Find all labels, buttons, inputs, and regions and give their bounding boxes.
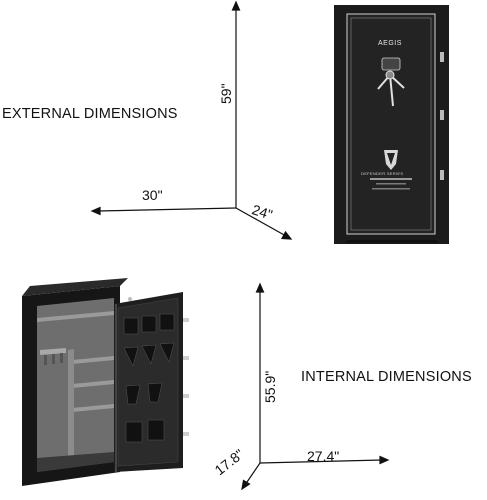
arrowhead-icon [255,282,265,293]
pocket [125,384,141,405]
pocket [147,419,165,441]
pocket [159,313,175,331]
safe-base [346,240,438,243]
bolt-icon [183,394,189,398]
internal-width-label: 27.4" [307,448,340,464]
arrowhead-icon [281,230,293,240]
arrowhead-icon [379,455,390,465]
keypad-icon [381,57,401,71]
cabinet-floor [37,452,114,472]
holster-pocket [141,344,157,365]
external-height-label: 59" [218,83,234,104]
door-trim [346,13,436,235]
cabinet-top [22,278,128,296]
gun-rack [40,348,66,355]
brand-logo-text: AEGIS [378,40,402,47]
hinge-icon [440,170,444,180]
internal-width-axis [259,459,383,464]
bolt-icon [183,318,189,322]
pocket [123,317,139,335]
door-inner-trim [350,17,432,231]
divider [68,349,74,463]
open-safe [22,278,189,486]
pocket [147,382,163,403]
holster-pocket [123,346,139,367]
internal-dimensions-title: INTERNAL DIMENSIONS [301,369,472,385]
internal-axes [241,282,390,491]
external-axes [90,0,293,240]
internal-depth-axis [244,462,261,486]
external-width-axis [97,207,237,212]
external-width-label: 30" [142,187,163,203]
bolt-icon [183,432,189,436]
handle-hub [385,70,395,80]
arrowhead-icon [231,0,241,11]
hinge-icon [128,297,132,301]
rack-slot [52,354,55,364]
pocket [125,421,143,443]
arrowhead-icon [90,206,101,216]
hinge-icon [440,52,444,62]
handle-spoke [389,74,394,107]
external-depth-axis [235,207,287,237]
bolt-icon [183,356,189,360]
rack-slot [44,355,47,365]
shelf [72,404,114,412]
door-organizer [123,313,175,443]
shelf [37,311,114,322]
arrowhead-icon [241,479,251,491]
shelf [72,380,114,388]
shelf [72,356,114,364]
door-plate-text: DEFENDER SERIES [361,171,404,176]
external-dimensions-title: EXTERNAL DIMENSIONS [2,106,178,122]
plate-line [376,183,406,185]
door-bolts [183,318,189,436]
internal-height-label: 55.9" [262,370,278,403]
rack-slot [60,353,63,363]
shield-logo-inner [387,153,395,165]
hinge-icon [440,110,444,120]
closed-safe [334,5,449,244]
plate-line [370,178,412,180]
holster-pocket [159,342,175,363]
plate-line [372,188,410,190]
pocket [141,315,157,333]
